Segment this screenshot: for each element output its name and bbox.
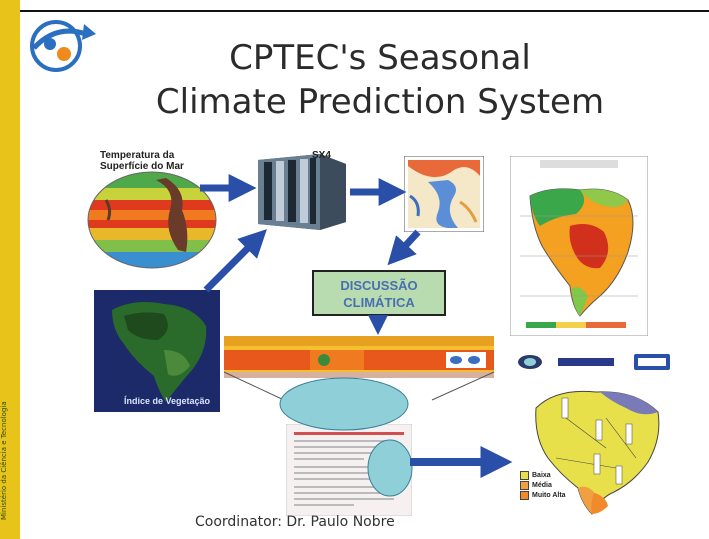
legend-item: Muito Alta xyxy=(520,490,580,500)
climate-discussion-box: DISCUSSÃO CLIMÁTICA xyxy=(312,270,446,316)
discussion-line-2: CLIMÁTICA xyxy=(343,295,415,310)
slide-title: CPTEC's Seasonal Climate Prediction Syst… xyxy=(100,36,660,124)
sst-caption: Temperatura da Superfície do Mar xyxy=(100,150,184,172)
vegetation-caption: Índice de Vegetação xyxy=(124,396,211,406)
banner-zoom-ellipse xyxy=(279,377,409,431)
supercomputer-image xyxy=(258,154,346,230)
document-zoom-ellipse xyxy=(367,439,413,497)
legend-item: Baixa xyxy=(520,470,580,480)
sst-globe-image xyxy=(87,171,217,269)
map-legend: Baixa Média Muito Alta xyxy=(520,470,580,500)
legend-label-low: Baixa xyxy=(532,471,551,479)
inpe-logo xyxy=(30,20,96,72)
legend-swatch-medium xyxy=(520,480,529,490)
legend-swatch-low xyxy=(520,470,529,480)
legend-swatch-high xyxy=(520,490,529,500)
title-line-2: Climate Prediction System xyxy=(155,82,605,122)
discussion-line-1: DISCUSSÃO xyxy=(340,278,418,293)
vegetation-index-image xyxy=(94,290,220,412)
legend-label-medium: Média xyxy=(532,481,552,489)
website-banner-image xyxy=(224,336,494,378)
arrow-model-to-discussion xyxy=(387,229,421,266)
zoom-connector xyxy=(223,371,495,401)
header-rule xyxy=(20,10,709,12)
title-line-1: CPTEC's Seasonal xyxy=(229,38,531,78)
regional-outlook-map xyxy=(535,390,660,515)
model-output-image xyxy=(404,156,484,232)
supercomputer-label: SX4 xyxy=(312,150,331,161)
zoom-callouts xyxy=(279,377,413,497)
legend-label-high: Muito Alta xyxy=(532,491,566,499)
coordinator-footer: Coordinator: Dr. Paulo Nobre xyxy=(195,514,395,530)
partner-logos xyxy=(518,354,670,370)
seasonal-forecast-map xyxy=(510,156,648,336)
side-bar xyxy=(0,0,20,539)
legend-item: Média xyxy=(520,480,580,490)
side-bar-text: Ministério da Ciência e Tecnologia xyxy=(0,401,8,520)
